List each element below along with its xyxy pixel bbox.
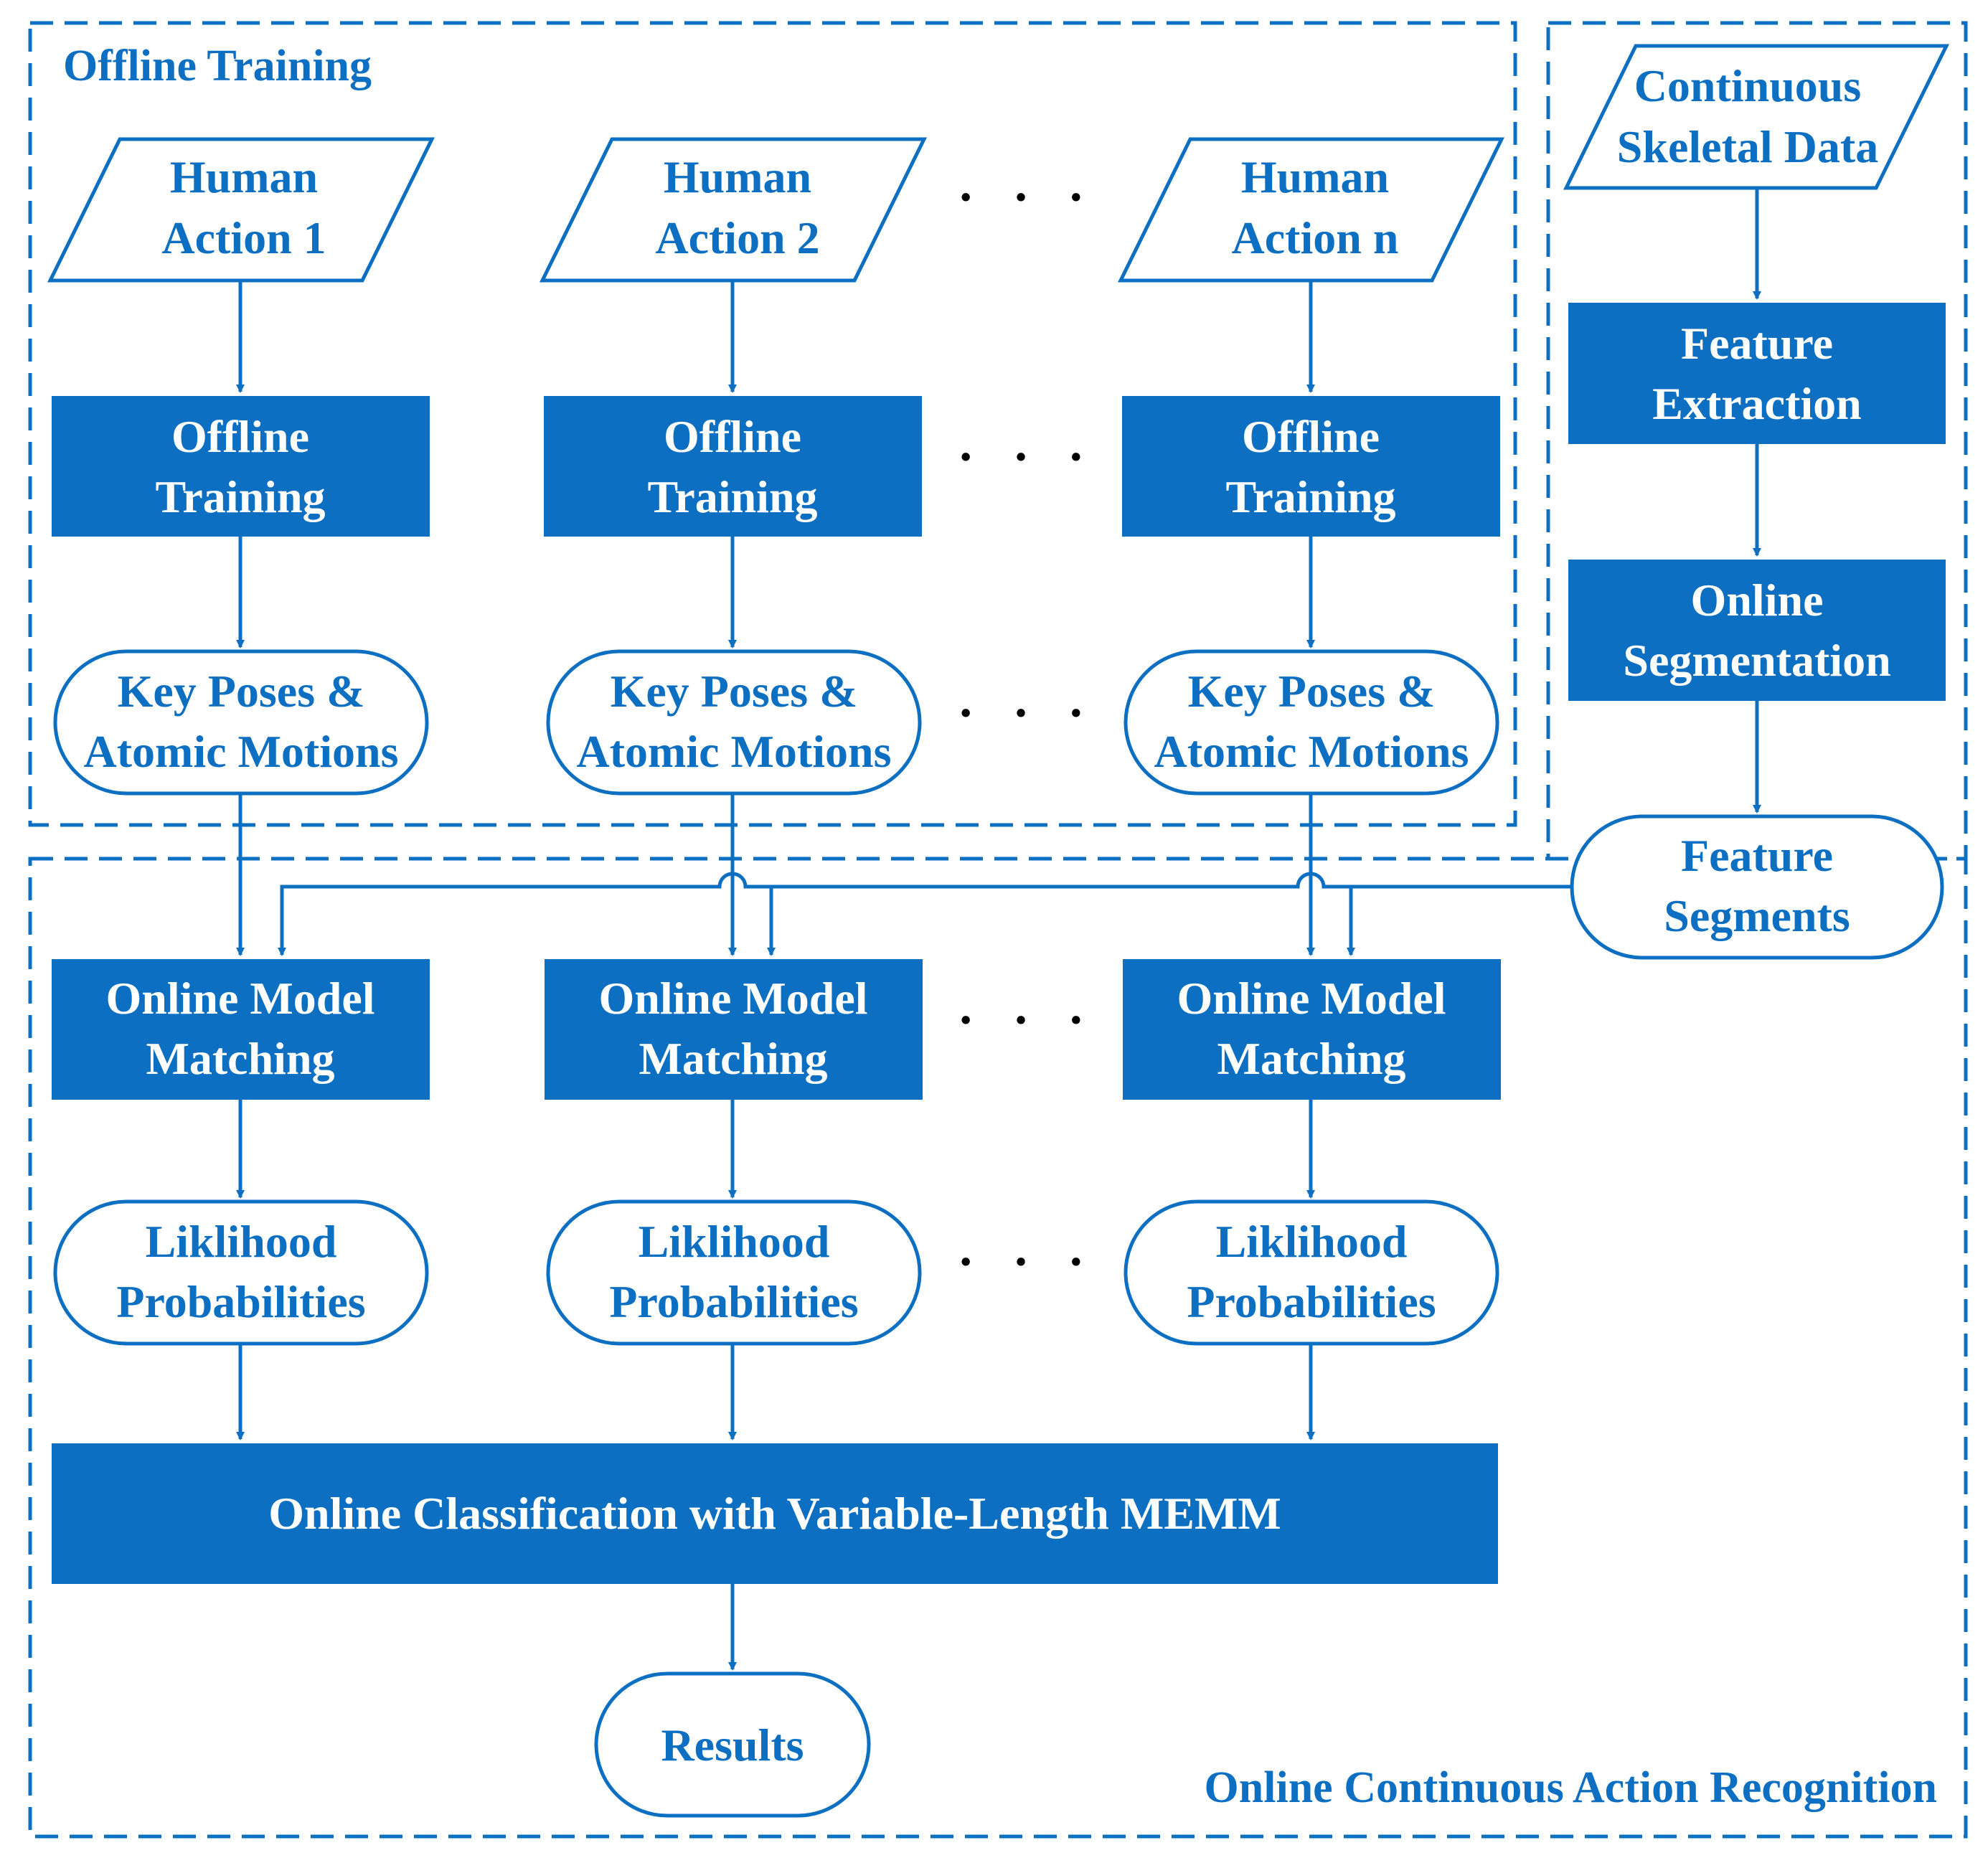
ellipsis-inputs: · · ·	[957, 170, 1097, 225]
matching-2-line1: Online Model	[598, 973, 867, 1024]
training-1-line1: Offline	[171, 411, 309, 462]
likelihood-2-line2: Probabilities	[609, 1276, 858, 1327]
likelihood-1-line2: Probabilities	[116, 1276, 365, 1327]
ellipsis-training: · · ·	[957, 430, 1097, 485]
keyposes-2-line1: Key Poses &	[611, 666, 858, 717]
input-2-line2: Action 2	[655, 212, 819, 263]
source-line1: Continuous	[1634, 60, 1862, 111]
training-n-line1: Offline	[1242, 411, 1380, 462]
input-2-line1: Human	[664, 151, 811, 202]
skeletal-data-parallelogram	[1563, 44, 1950, 190]
segmentation-line2: Segmentation	[1623, 635, 1890, 686]
offline-region-title: Offline Training	[63, 42, 372, 90]
classification-label: Online Classification with Variable-Leng…	[268, 1488, 1281, 1539]
input-parallelogram-1	[47, 137, 435, 283]
keyposes-n-line1: Key Poses &	[1188, 666, 1436, 717]
classification-box	[52, 1443, 1498, 1584]
training-1-line2: Training	[155, 471, 325, 522]
matching-n-line1: Online Model	[1177, 973, 1446, 1024]
input-1-line1: Human	[170, 151, 318, 202]
likelihood-n-line1: Liklihood	[1216, 1216, 1408, 1267]
likelihood-1-line1: Liklihood	[146, 1216, 337, 1267]
offline-training-box-1	[52, 396, 430, 537]
feature-extraction-box	[1568, 303, 1946, 444]
feature-extraction-line1: Feature	[1681, 318, 1833, 369]
ellipsis-matching: · · ·	[957, 993, 1097, 1048]
ellipsis-likelihood: · · ·	[957, 1235, 1097, 1290]
matching-1-line1: Online Model	[105, 973, 374, 1024]
keyposes-n-line2: Atomic Motions	[1154, 726, 1469, 777]
offline-training-box-2	[544, 396, 922, 537]
input-n-line1: Human	[1241, 151, 1389, 202]
source-line2: Skeletal Data	[1617, 121, 1878, 172]
input-parallelogram-2	[539, 137, 928, 283]
online-region-title: Online Continuous Action Recognition	[1205, 1763, 1937, 1812]
likelihood-2-line1: Liklihood	[639, 1216, 830, 1267]
offline-training-box-n	[1122, 396, 1500, 537]
input-n-line2: Action n	[1232, 212, 1399, 263]
matching-n-line2: Matching	[1217, 1033, 1405, 1084]
keyposes-1-line2: Atomic Motions	[83, 726, 398, 777]
input-1-line2: Action 1	[161, 212, 326, 263]
results-label: Results	[661, 1720, 804, 1770]
input-parallelogram-n	[1117, 137, 1505, 283]
online-recognition-region	[28, 857, 1968, 1839]
online-matching-box-1	[52, 959, 430, 1100]
training-n-line2: Training	[1225, 471, 1395, 522]
feature-extraction-line2: Extraction	[1652, 378, 1862, 429]
ellipsis-keyposes: · · ·	[957, 686, 1097, 741]
matching-1-line2: Matching	[146, 1033, 334, 1084]
likelihood-n-line2: Probabilities	[1187, 1276, 1436, 1327]
online-matching-box-2	[545, 959, 923, 1100]
feature-segments-line1: Feature	[1681, 830, 1833, 881]
online-matching-box-n	[1123, 959, 1501, 1100]
offline-training-region	[28, 21, 1517, 827]
feature-segments-bus	[278, 872, 1572, 956]
feature-segments-line2: Segments	[1664, 890, 1850, 941]
keyposes-1-line1: Key Poses &	[118, 666, 365, 717]
training-2-line1: Offline	[664, 411, 801, 462]
segmentation-line1: Online	[1691, 575, 1824, 626]
training-2-line2: Training	[647, 471, 817, 522]
results-node	[594, 1671, 871, 1818]
matching-2-line2: Matching	[639, 1033, 827, 1084]
online-segmentation-box	[1568, 560, 1946, 701]
keyposes-2-line2: Atomic Motions	[576, 726, 891, 777]
